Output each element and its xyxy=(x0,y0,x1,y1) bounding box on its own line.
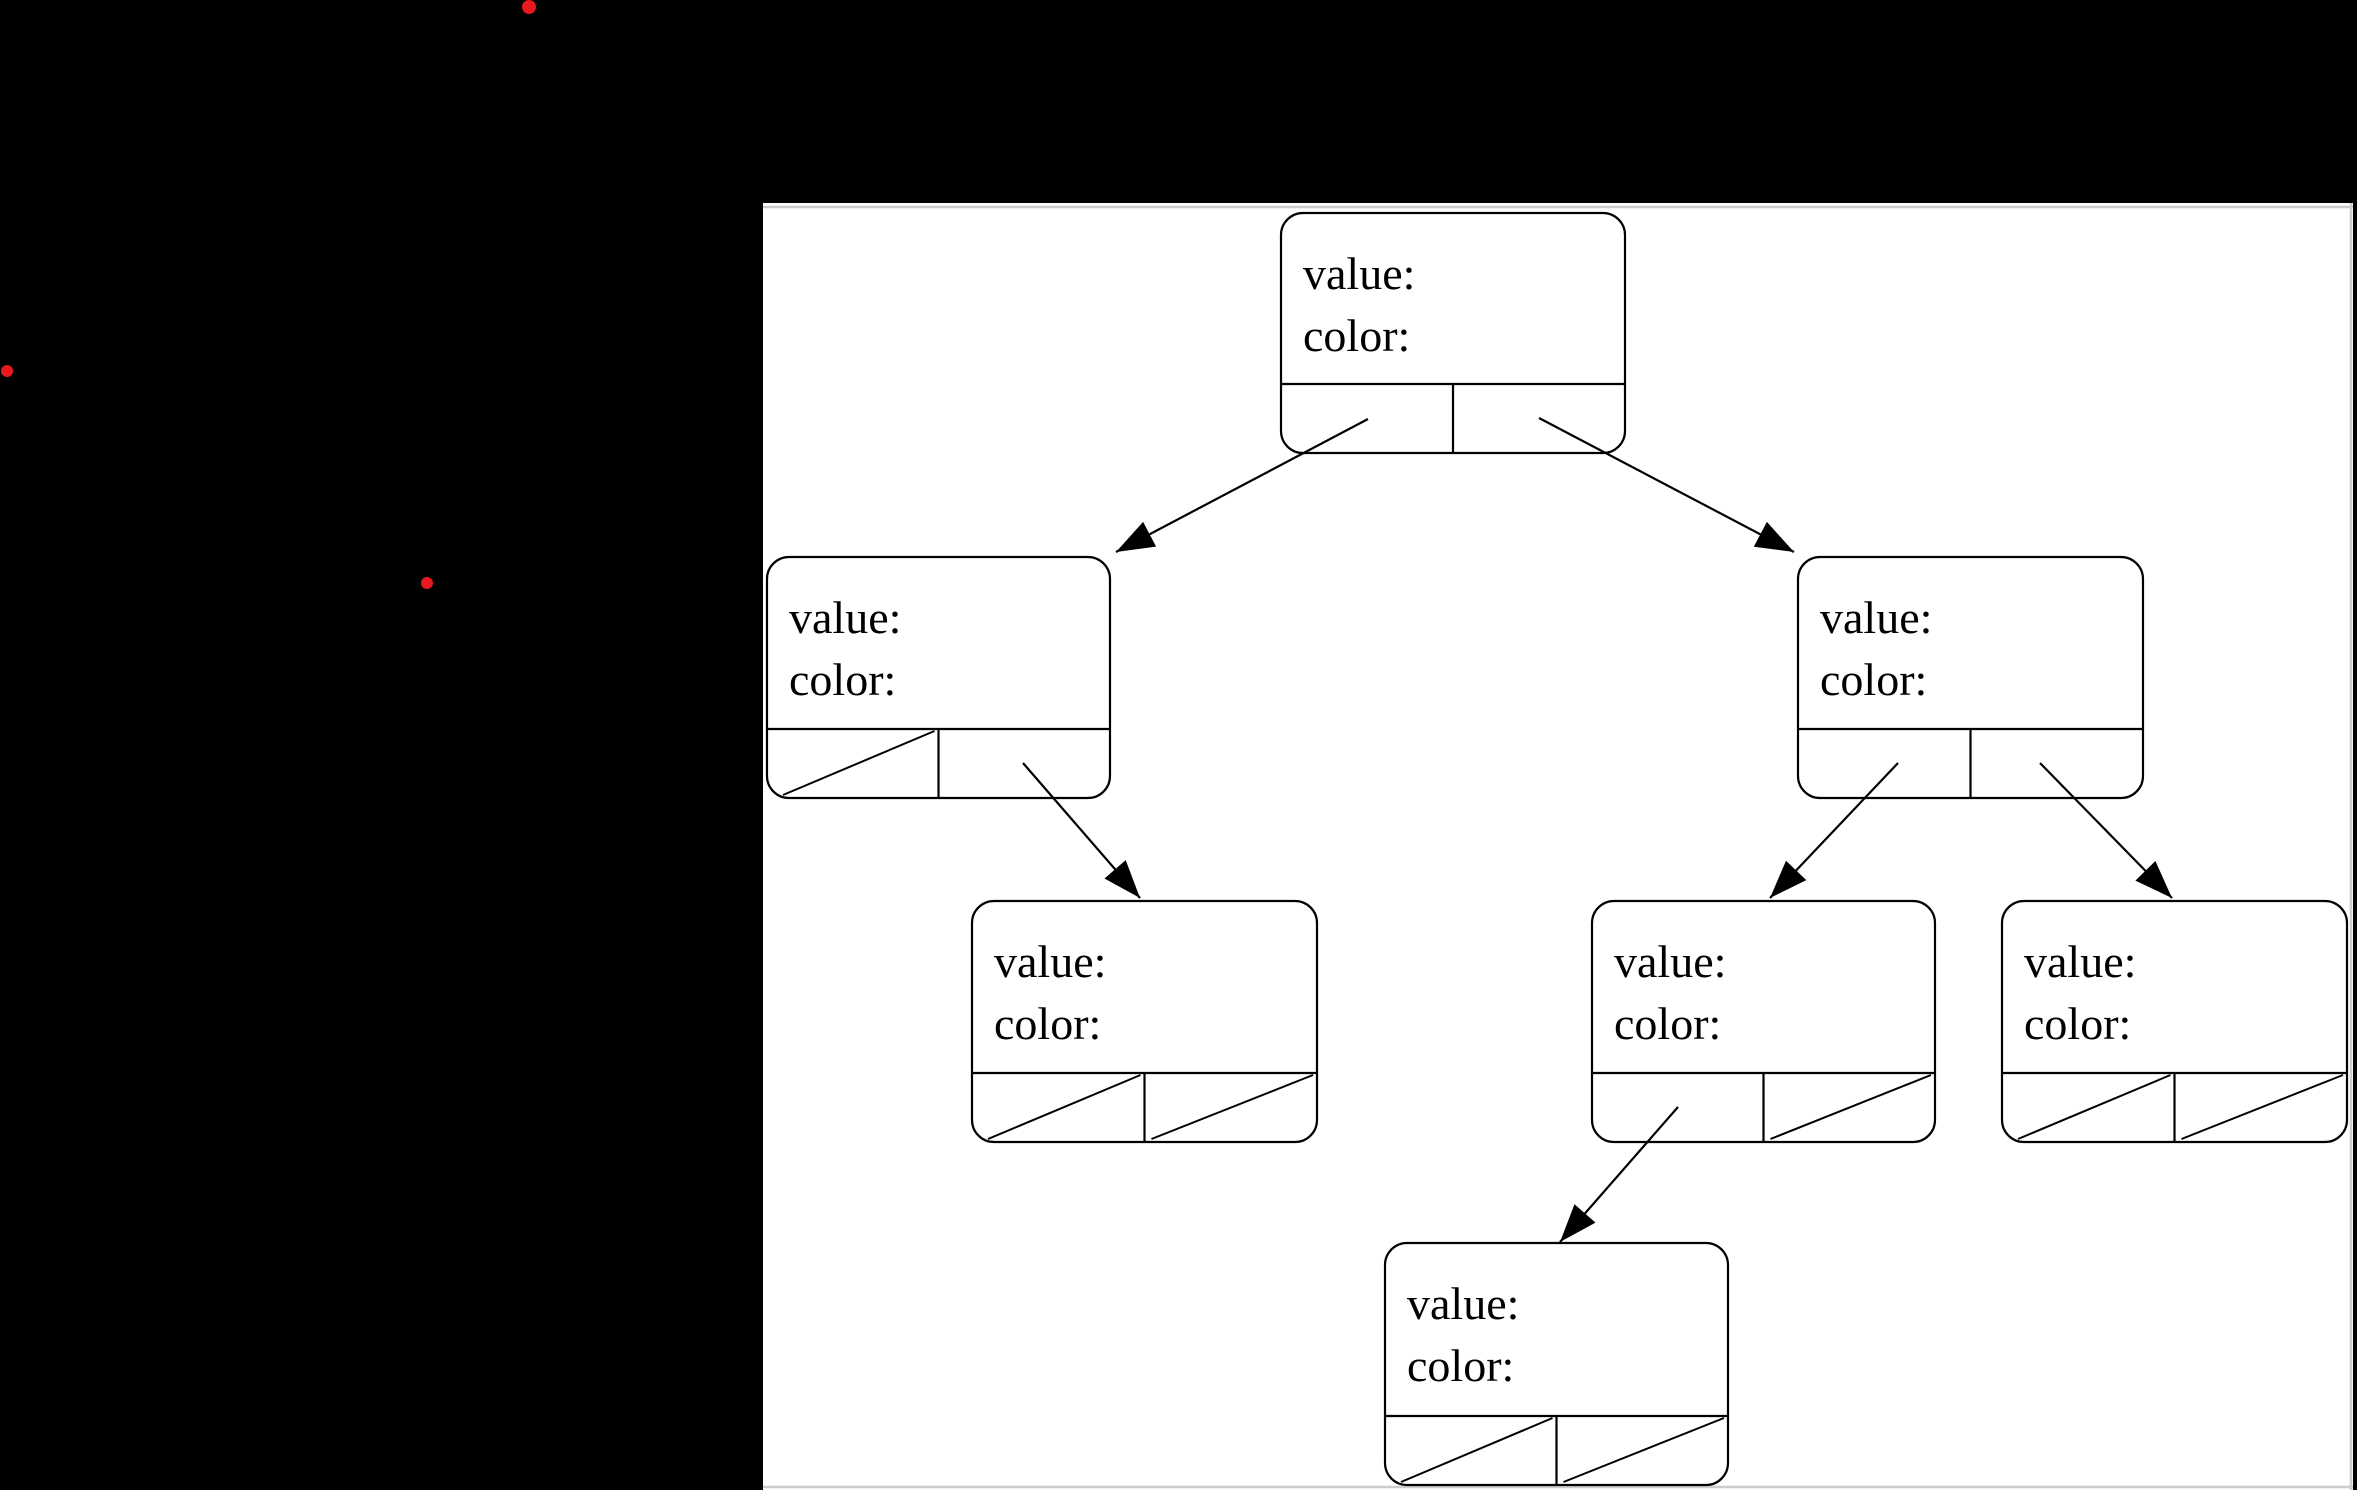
null-right-pointer-slash xyxy=(1151,1074,1314,1140)
node-color-label: color: xyxy=(1820,654,1927,705)
arrowhead-icon xyxy=(1753,521,1794,552)
tree-node-right-left-grandchild: value: color: xyxy=(1590,899,1937,1144)
tree-node-right-left-left-node: value: color: xyxy=(1383,1241,1730,1487)
tree-node-root: value: color: xyxy=(1279,211,1627,455)
null-right-pointer-slash xyxy=(2181,1074,2344,1140)
null-right-pointer-slash xyxy=(1770,1074,1932,1140)
node-color-label: color: xyxy=(1303,310,1410,361)
document-page xyxy=(763,203,2353,1490)
arrowhead-icon xyxy=(2135,861,2172,898)
tree-node-left-right-grandchild: value: color: xyxy=(970,899,1319,1144)
null-left-pointer-slash xyxy=(1400,1417,1553,1483)
node-color-label: color: xyxy=(1614,998,1721,1049)
edge-left-child-to-left-right-grandchild xyxy=(1022,762,1141,899)
node-color-label: color: xyxy=(789,654,896,705)
edge-line xyxy=(1538,417,1795,553)
arrowhead-icon xyxy=(1770,860,1807,898)
null-left-pointer-slash xyxy=(987,1074,1141,1140)
node-value-label: value: xyxy=(1303,248,1415,299)
node-value-label: value: xyxy=(994,936,1106,987)
node-value-label: value: xyxy=(1820,592,1932,643)
tree-node-right-child: value: color: xyxy=(1796,555,2145,800)
arrowhead-icon xyxy=(1116,521,1157,552)
null-left-pointer-slash xyxy=(782,730,935,796)
node-value-label: value: xyxy=(1407,1278,1519,1329)
red-marker-dot xyxy=(1,365,13,377)
node-value-label: value: xyxy=(789,592,901,643)
null-right-pointer-slash xyxy=(1563,1417,1725,1483)
null-left-pointer-slash xyxy=(2017,1074,2171,1140)
edge-right-child-to-right-right-grandchild xyxy=(2039,762,2173,899)
node-color-label: color: xyxy=(1407,1340,1514,1391)
edge-root-to-left-child xyxy=(1115,418,1369,553)
edge-right-child-to-right-left-grandchild xyxy=(1769,762,1899,899)
edge-root-to-right-child xyxy=(1538,417,1795,553)
node-color-label: color: xyxy=(2024,998,2131,1049)
arrowhead-icon xyxy=(1560,1204,1596,1242)
node-value-label: value: xyxy=(1614,936,1726,987)
red-marker-dot xyxy=(421,577,433,589)
red-marker-dot xyxy=(522,0,536,14)
arrowhead-icon xyxy=(1104,860,1140,898)
edge-right-left-grandchild-to-right-left-left-node xyxy=(1559,1106,1679,1243)
node-color-label: color: xyxy=(994,998,1101,1049)
tree-node-left-child: value: color: xyxy=(765,555,1112,800)
node-value-label: value: xyxy=(2024,936,2136,987)
tree-node-right-right-grandchild: value: color: xyxy=(2000,899,2349,1144)
edge-line xyxy=(1115,418,1369,553)
